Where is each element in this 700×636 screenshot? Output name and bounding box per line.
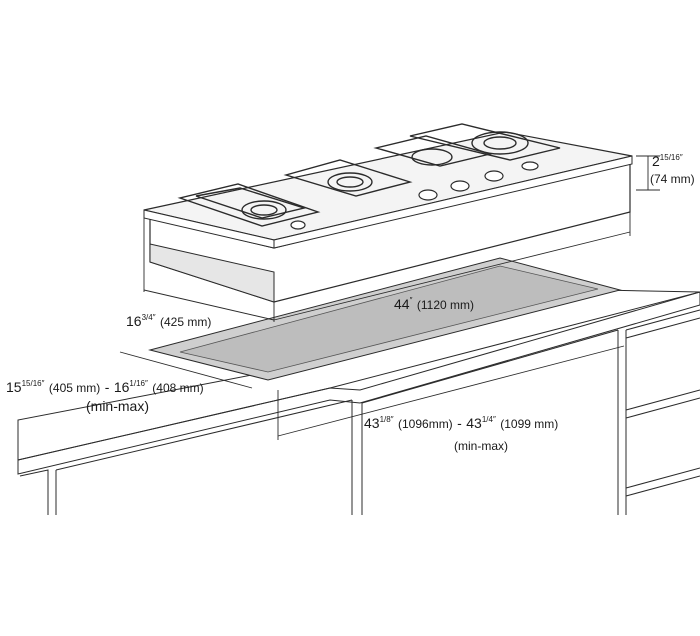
cutout-depth-min-whole: 15 — [6, 379, 22, 395]
depth-whole: 16 — [126, 313, 142, 329]
cutout-width-min-inch: ″ — [390, 415, 394, 424]
cutout-width-separator: - — [457, 415, 462, 431]
cutout-depth-min-inch: ″ — [41, 379, 45, 388]
cutout-width-min-whole: 43 — [364, 415, 380, 431]
cutout-width-min-fraction: 1/8 — [379, 415, 391, 424]
cutout-width-note: (min-max) — [454, 439, 508, 453]
height-metric: (74 mm) — [650, 172, 695, 186]
cutout-depth-dimension: 1515/16″ (405 mm) - 161/16″ (408 mm) — [6, 380, 204, 396]
width-whole: 44 — [394, 296, 410, 312]
cutout-depth-max-metric: (408 mm) — [152, 381, 204, 395]
depth-fraction: 3/4 — [141, 313, 153, 322]
cutout-width-dimension: 431/8″ (1096mm) - 431/4″ (1099 mm) — [364, 416, 558, 432]
cutout-width-max-fraction: 1/4 — [481, 415, 493, 424]
width-metric: (1120 mm) — [416, 298, 474, 312]
height-fraction: 15/16 — [659, 153, 680, 162]
width-dimension: 44″ (1120 mm) — [394, 297, 474, 313]
depth-metric: (425 mm) — [160, 315, 212, 329]
cutout-opening — [148, 257, 622, 381]
height-inch-mark: ″ — [679, 153, 683, 162]
cutout-depth-note: (min-max) — [86, 398, 149, 414]
depth-dimension: 163/4″ (425 mm) — [126, 314, 211, 330]
depth-inch-mark: ″ — [152, 313, 156, 322]
countertop — [17, 289, 700, 515]
cutout-depth-separator: - — [104, 379, 110, 395]
cutout-depth-min-fraction: 15/16 — [21, 379, 42, 388]
cooktop-unit — [143, 123, 633, 303]
cutout-width-min-metric: (1096mm) — [398, 417, 453, 431]
cutout-depth-max-fraction: 1/16 — [129, 379, 145, 388]
cutout-depth-min-metric: (405 mm) — [48, 381, 101, 395]
width-inch-mark: ″ — [409, 296, 413, 305]
control-knob-icon — [290, 161, 539, 230]
height-dimension: 215/16″ — [652, 154, 683, 170]
cutout-width-max-whole: 43 — [466, 415, 482, 431]
cutout-width-max-metric: (1099 mm) — [500, 417, 559, 431]
cutout-depth-max-whole: 16 — [113, 379, 130, 395]
burner-grate-icon — [177, 123, 561, 227]
height-whole: 2 — [652, 153, 660, 169]
cutout-width-max-inch: ″ — [492, 415, 496, 424]
cutout-depth-max-inch: ″ — [144, 379, 148, 388]
dimension-lines — [119, 155, 660, 440]
